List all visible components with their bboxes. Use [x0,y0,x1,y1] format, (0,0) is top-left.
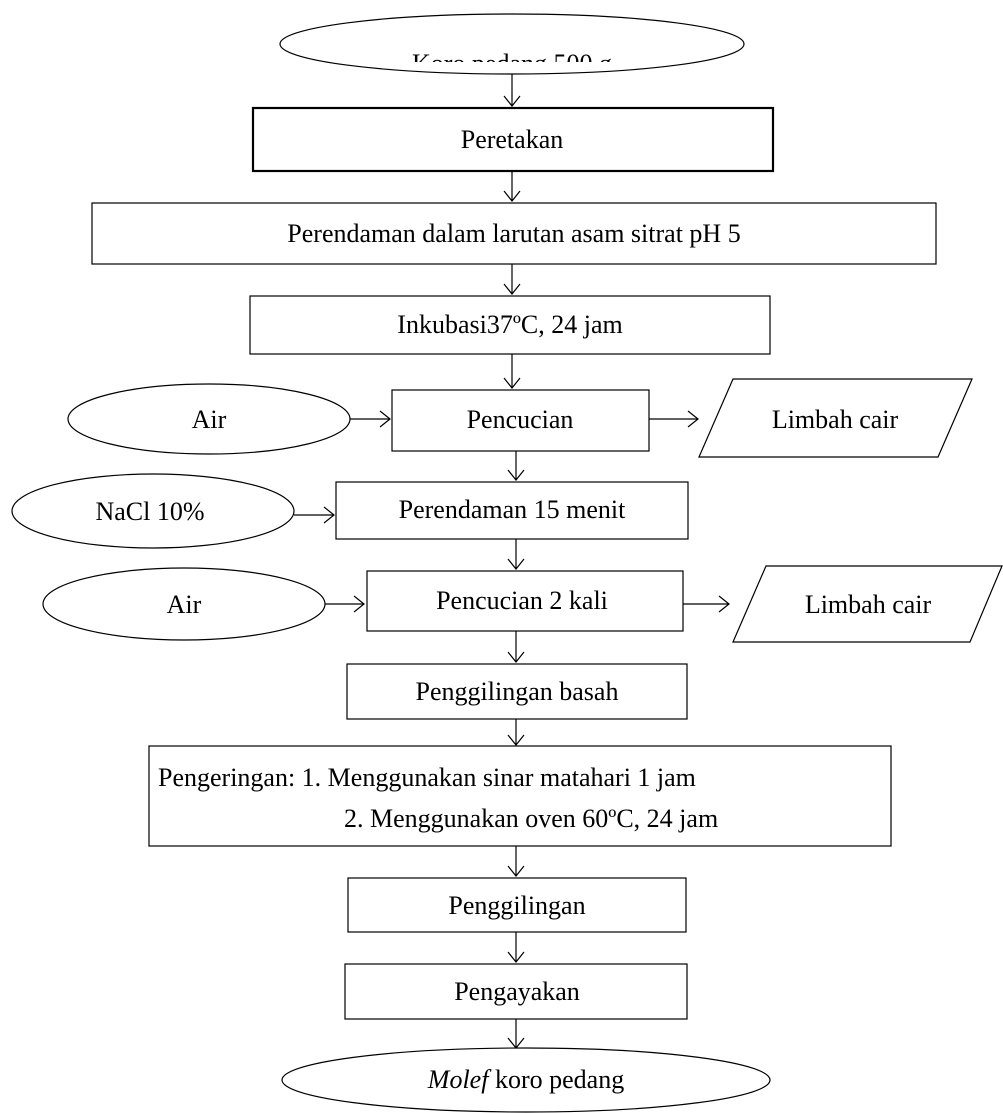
arrow-pencucian-to-limbah1 [649,410,699,428]
arrow-to-pengeringan [507,719,525,746]
step-peretakan: Peretakan [251,106,775,173]
input-nacl: NaCl 10% [11,473,295,549]
step-penggilingan: Penggilingan [347,877,687,933]
perendaman-asam-box [91,202,937,265]
output-limbah-1: Limbah cair [698,378,973,458]
arrow-pencucian-to-perendaman15 [507,451,525,481]
input-air-1: Air [67,383,351,455]
step-pengayakan: Pengayakan [344,963,688,1020]
pengeringan-line-1: Pengeringan: 1. Menggunakan sinar mataha… [158,763,696,792]
pencucian-2-box [366,570,684,632]
arrow-to-pengayakan [507,932,525,963]
limbah-1-parallelogram [698,378,973,458]
peretakan-box [251,106,775,173]
penggilingan-basah-box [346,663,688,720]
arrow-to-end [507,1019,525,1049]
start-node: Koro pedang 500 g [279,13,745,78]
inkubasi-label: Inkubasi37ºC, 24 jam [397,310,622,339]
pengeringan-line-2: 2. Menggunakan oven 60ºC, 24 jam [344,804,718,833]
step-inkubasi: Inkubasi37ºC, 24 jam [249,295,771,355]
air-2-label: Air [167,590,202,619]
step-pencucian-2: Pencucian 2 kali [366,570,684,632]
end-ellipse [281,1047,771,1113]
step-pencucian: Pencucian [391,389,650,452]
arrow-perendaman15-to-pencucian2 [507,539,525,570]
perendaman-15-label: Perendaman 15 menit [399,495,626,524]
penggilingan-box [347,877,687,933]
pencucian-label: Pencucian [467,405,574,434]
pengayakan-label: Pengayakan [454,977,580,1006]
limbah-1-label: Limbah cair [772,405,899,434]
arrow-air2-to-pencucian2 [325,595,365,613]
pengayakan-box [344,963,688,1020]
arrow-perendaman-to-inkubasi [503,264,521,295]
perendaman-15-box [335,481,689,540]
step-perendaman-15: Perendaman 15 menit [335,481,689,540]
penggilingan-basah-label: Penggilingan basah [416,677,619,706]
start-ellipse [279,13,745,75]
air-1-label: Air [192,405,227,434]
arrow-to-penggilingan [507,846,525,877]
end-label-italic: Molef [427,1065,492,1094]
arrow-air1-to-pencucian [350,410,391,428]
output-limbah-2: Limbah cair [732,565,1003,643]
nacl-ellipse [11,473,295,549]
peretakan-label: Peretakan [461,125,564,154]
end-label: Molef koro pedang [427,1065,624,1094]
end-node: Molef koro pedang [281,1047,771,1113]
pencucian-box [391,389,650,452]
pengeringan-box [148,745,892,847]
arrow-peretakan-to-perendaman [503,171,521,202]
pencucian-2-label: Pencucian 2 kali [436,586,608,615]
inkubasi-box [249,295,771,355]
limbah-2-label: Limbah cair [805,590,932,619]
arrow-start-to-peretakan [503,74,521,107]
arrow-inkubasi-to-pencucian [503,354,521,389]
penggilingan-label: Penggilingan [448,891,585,920]
step-perendaman-asam: Perendaman dalam larutan asam sitrat pH … [91,202,937,265]
end-label-rest: koro pedang [488,1065,624,1094]
step-pengeringan: Pengeringan: 1. Menggunakan sinar mataha… [148,745,892,847]
input-air-2: Air [42,567,326,641]
arrow-pencucian2-to-limbah2 [683,595,730,613]
start-label: Koro pedang 500 g [412,49,612,78]
step-penggilingan-basah: Penggilingan basah [346,663,688,720]
nacl-label: NaCl 10% [95,497,204,526]
arrow-nacl-to-perendaman15 [294,506,335,524]
limbah-2-parallelogram [732,565,1003,643]
perendaman-asam-label: Perendaman dalam larutan asam sitrat pH … [287,219,740,248]
arrow-pencucian2-to-penggilingan-basah [507,631,525,663]
